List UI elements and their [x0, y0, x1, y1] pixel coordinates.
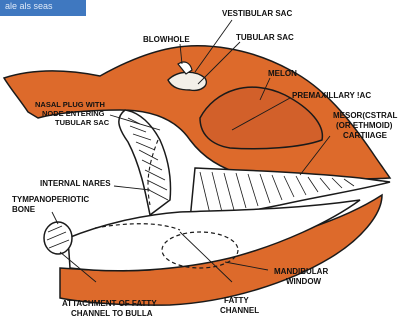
label-nasal-plug-2: NODE ENTERING: [42, 109, 105, 118]
label-nasal-plug-1: NASAL PLUG WITH: [35, 100, 105, 109]
label-fatty-1: FATTY: [224, 296, 249, 305]
label-mandibular-1: MANDIBULAR: [274, 267, 328, 276]
label-tympano-2: BONE: [12, 205, 36, 214]
label-nasal-plug-3: TUBULAR SAC: [55, 118, 110, 127]
label-internal-nares: INTERNAL NARES: [40, 179, 111, 188]
tympanoperiotic-bone: [44, 222, 72, 254]
label-blowhole: BLOWHOLE: [143, 35, 190, 44]
label-vestibular-sac: VESTIBULAR SAC: [222, 9, 292, 18]
label-tubular-sac: TUBULAR SAC: [236, 33, 294, 42]
label-mesorostral-3: CARTIIAGE: [343, 131, 388, 140]
label-attachment-2: CHANNEL TO BULLA: [71, 309, 153, 318]
label-attachment-1: ATTACHMENT OF FATTY: [62, 299, 157, 308]
label-fatty-2: CHANNEL: [220, 306, 259, 315]
label-mesorostral-1: MESOR(CSTRAL: [333, 111, 398, 120]
label-mandibular-2: WINDOW: [286, 277, 322, 286]
header-banner: ale als seas: [0, 0, 86, 16]
label-melon: MELON: [268, 69, 297, 78]
label-premaxillary: PREMAXILLARY !AC: [292, 91, 371, 100]
label-tympano-1: TYMPANOPERIOTIC: [12, 195, 89, 204]
label-mesorostral-2: (OR ETHMOID): [336, 121, 393, 130]
